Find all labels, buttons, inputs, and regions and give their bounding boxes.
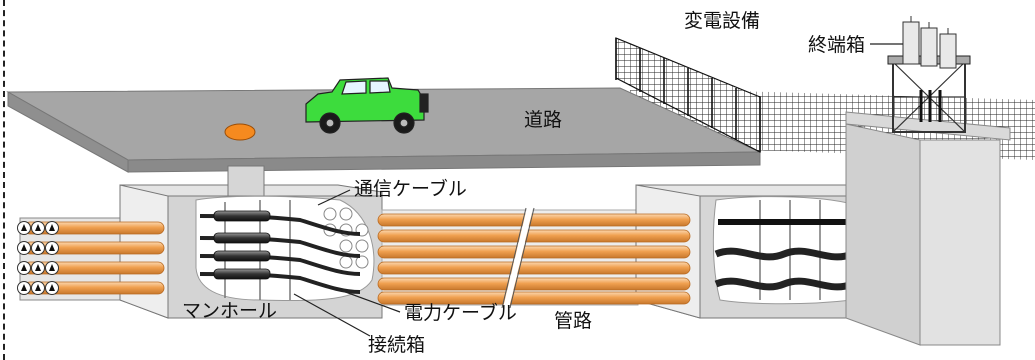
joint-box-label: 接続箱 <box>368 334 426 356</box>
terminal-box-label: 終端箱 <box>808 34 866 56</box>
substation-foundation <box>845 111 1011 346</box>
leader-lines <box>293 43 903 337</box>
power-conduits <box>377 213 691 305</box>
power-cable-label: 電力ケーブル <box>404 302 517 324</box>
substation-fence <box>615 37 761 153</box>
left-boundary-dashed-line <box>3 0 5 360</box>
power-conduit <box>377 291 691 305</box>
conduit-label: 管路 <box>554 310 593 332</box>
left-conduits <box>17 221 165 295</box>
cable-end-icon <box>45 221 59 235</box>
cable-end-icon <box>31 281 45 295</box>
substation-label: 変電設備 <box>684 10 761 32</box>
joint-box <box>213 232 271 244</box>
road <box>6 87 761 173</box>
cable-end-icon <box>45 261 59 275</box>
cable-end-icon <box>31 261 45 275</box>
terminal-box-insulators <box>902 16 957 69</box>
joint-box <box>213 210 271 222</box>
conduit-break-mark <box>501 207 535 309</box>
cable-end-icon <box>45 241 59 255</box>
cable-end-icon <box>45 281 59 295</box>
cable-end-icon <box>17 281 31 295</box>
joint-box <box>213 268 271 280</box>
jeep-car <box>305 77 429 134</box>
cable-end-icon <box>31 221 45 235</box>
manhole-power-cables <box>199 210 361 294</box>
cable-end-icon <box>17 221 31 235</box>
power-conduit <box>377 213 691 227</box>
road-label: 道路 <box>524 109 563 131</box>
power-conduit <box>377 261 691 275</box>
power-conduit <box>377 277 691 291</box>
cable-end-icon <box>17 261 31 275</box>
cable-end-icon <box>17 241 31 255</box>
manhole-label: マンホール <box>182 300 278 322</box>
joint-box <box>213 250 271 262</box>
power-conduit <box>377 245 691 259</box>
cable-end-icon <box>31 241 45 255</box>
manhole-cover <box>224 123 256 141</box>
power-conduit <box>377 229 691 243</box>
telecom-cable-label: 通信ケーブル <box>354 178 467 200</box>
